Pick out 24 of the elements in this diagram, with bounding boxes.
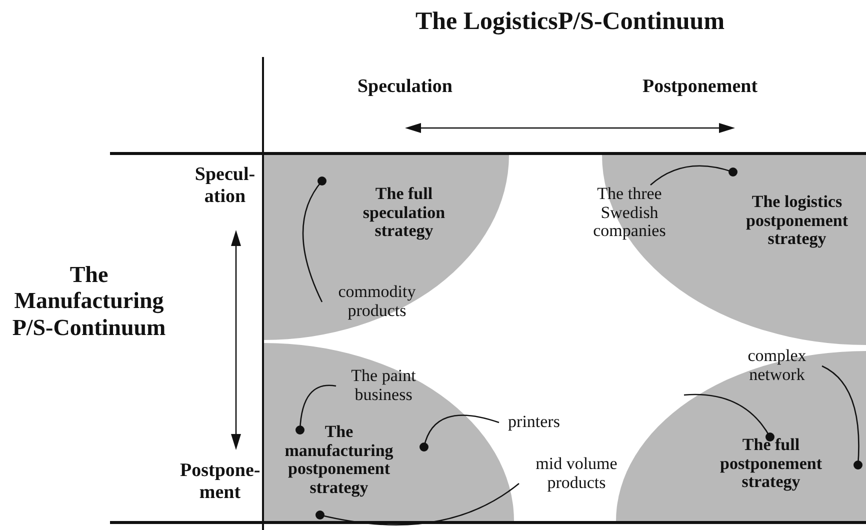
case-label: The three Swedish companies	[577, 185, 682, 242]
axis-title: The Manufacturing P/S-Continuum	[11, 262, 167, 342]
strategy-region	[616, 351, 866, 521]
chart-title: The LogisticsP/S-Continuum	[414, 8, 726, 36]
strategy-name: The manufacturing postponement strategy	[284, 423, 394, 498]
strategy-region	[264, 155, 509, 340]
leader-line	[302, 176, 326, 302]
case-label: commodity products	[322, 283, 432, 321]
leader-line	[650, 165, 738, 186]
case-label: printers	[499, 413, 569, 432]
leader-line	[420, 414, 500, 452]
leader-line	[684, 394, 774, 442]
case-label: mid volume products	[519, 455, 634, 493]
case-label: The paint business	[336, 367, 431, 405]
strategy-name: The full speculation strategy	[362, 185, 446, 242]
strategy-name: The full postponement strategy	[718, 436, 823, 492]
axis-label: Specul-ation	[194, 164, 256, 208]
case-label: complex network	[732, 347, 822, 385]
axis-label: Speculation	[356, 76, 454, 98]
axis-label: Postponement	[641, 76, 759, 98]
leader-line	[822, 365, 862, 470]
axis-label: Postpone-ment	[180, 460, 260, 504]
leader-line	[296, 384, 336, 434]
strategy-name: The logistics postponement strategy	[744, 193, 849, 250]
